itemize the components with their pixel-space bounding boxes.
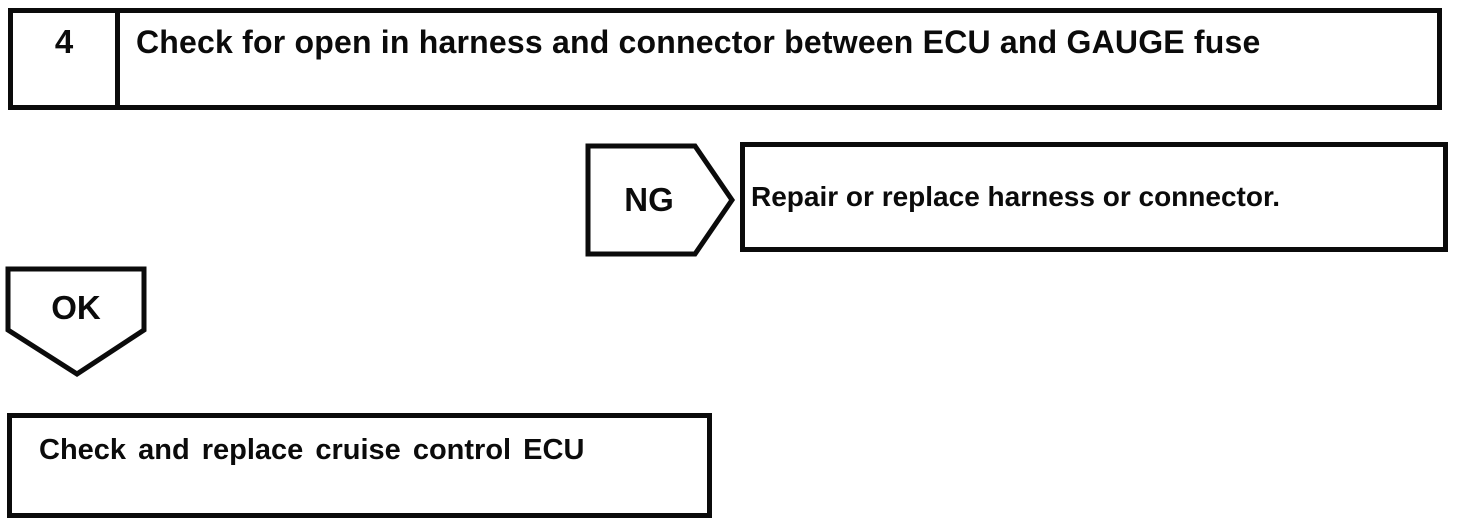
ok-connector-label: OK	[51, 288, 101, 326]
step-number: 4	[13, 13, 120, 105]
step-box: 4 Check for open in harness and connecto…	[8, 8, 1442, 110]
ng-arrow-right-icon	[585, 143, 736, 257]
step-instruction: Check for open in harness and connector …	[136, 24, 1261, 60]
ok-arrow-down-icon	[5, 266, 147, 377]
ng-action-text: Repair or replace harness or connector.	[751, 181, 1281, 212]
ng-connector-label: NG	[624, 180, 674, 218]
final-action-text: Check and replace cruise control ECU	[39, 434, 585, 466]
final-action-box: Check and replace cruise control ECU	[7, 413, 712, 518]
ng-action-box: Repair or replace harness or connector.	[740, 142, 1448, 252]
